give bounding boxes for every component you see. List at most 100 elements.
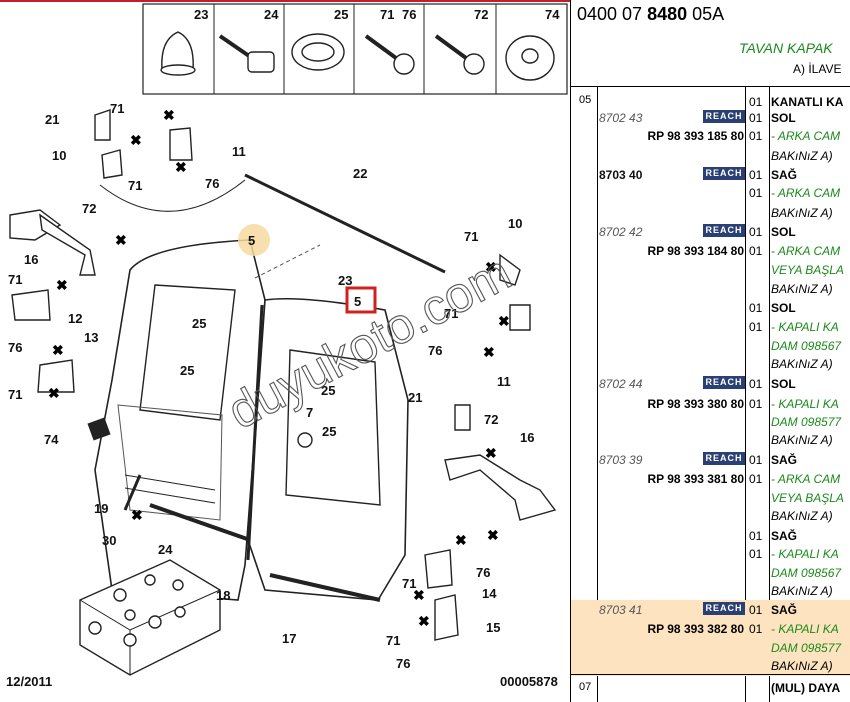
description: SAĞ: [771, 603, 798, 617]
parts-row[interactable]: BAKıNıZ A): [571, 508, 850, 524]
description: DAM 098577: [771, 415, 842, 429]
callout-11: 11: [232, 144, 246, 159]
washer-icon: [505, 35, 555, 81]
fastener-marker-icon: ✖: [413, 587, 425, 603]
callout-25: 25: [192, 316, 206, 331]
part-number[interactable]: 8702 43: [599, 111, 643, 125]
parts-row[interactable]: BAKıNıZ A): [571, 658, 850, 674]
description: - KAPALI KA: [771, 320, 839, 334]
callout-25: 25: [180, 363, 194, 378]
parts-row[interactable]: BAKıNıZ A): [571, 432, 850, 448]
description: DAM 098567: [771, 339, 842, 353]
callout-22: 22: [353, 166, 367, 181]
quantity: 01: [749, 622, 763, 636]
parts-row[interactable]: BAKıNıZ A): [571, 281, 850, 297]
callout-72: 72: [82, 201, 96, 216]
legend-part-number: 72: [474, 7, 488, 22]
part-number[interactable]: 8703 39: [599, 453, 643, 467]
legend-part-number: 24: [264, 7, 279, 22]
description: SOL: [771, 225, 796, 239]
quantity: 01: [749, 225, 763, 239]
fastener-marker-icon: ✖: [455, 532, 467, 548]
callout-21: 21: [408, 390, 422, 405]
quantity: 01: [749, 547, 763, 561]
description: BAKıNıZ A): [771, 584, 833, 598]
parts-row[interactable]: BAKıNıZ A): [571, 205, 850, 221]
callout-23: 23: [338, 273, 352, 288]
group-label-07: 07: [579, 681, 592, 693]
description: SOL: [771, 111, 796, 125]
description: - ARKA CAM: [771, 244, 841, 258]
parts-row[interactable]: VEYA BAŞLA: [571, 490, 850, 506]
parts-row[interactable]: BAKıNıZ A): [571, 148, 850, 164]
part-number[interactable]: 8703 40: [599, 168, 643, 182]
description: VEYA BAŞLA: [771, 491, 844, 505]
legend-part-number: 25: [334, 7, 348, 22]
part-number[interactable]: 8703 41: [599, 603, 643, 617]
callout-30: 30: [102, 533, 116, 548]
fastener-marker-icon: ✖: [483, 344, 495, 360]
callout-5-highlight: [238, 224, 270, 256]
quantity: 01: [749, 472, 763, 486]
parts-row[interactable]: (MUL) DAYA: [571, 680, 850, 696]
callout-11: 11: [497, 374, 511, 389]
callout-25: 25: [321, 383, 335, 398]
quantity: 01: [749, 186, 763, 200]
quantity: 01: [749, 301, 763, 315]
plug-icon: [161, 31, 194, 71]
parts-row[interactable]: BAKıNıZ A): [571, 356, 850, 372]
parts-row[interactable]: DAM 098577: [571, 414, 850, 430]
parts-row[interactable]: 01- KAPALI KA: [571, 319, 850, 335]
quantity: 01: [749, 168, 763, 182]
description: - KAPALI KA: [771, 397, 839, 411]
reach-badge: REACH: [703, 452, 745, 465]
callout-71: 71: [386, 633, 400, 648]
callout-7: 7: [306, 405, 313, 420]
reach-badge: REACH: [703, 602, 745, 615]
rp-reference: RP 98 393 185 80: [647, 129, 744, 143]
quantity: 01: [749, 111, 763, 125]
description: SOL: [771, 377, 796, 391]
part-number[interactable]: 8702 42: [599, 225, 643, 239]
parts-row[interactable]: DAM 098577: [571, 640, 850, 656]
description: SAĞ: [771, 168, 798, 182]
parts-row[interactable]: 01- KAPALI KA: [571, 546, 850, 562]
fastener-marker-icon: ✖: [163, 107, 175, 123]
rp-reference: RP 98 393 380 80: [647, 397, 744, 411]
parts-row[interactable]: BAKıNıZ A): [571, 583, 850, 599]
parts-row[interactable]: VEYA BAŞLA: [571, 262, 850, 278]
quantity: 01: [749, 377, 763, 391]
callout-19: 19: [94, 501, 108, 516]
part-number[interactable]: 8702 44: [599, 377, 643, 391]
fastener-marker-icon: ✖: [115, 232, 127, 248]
parts-row[interactable]: RP 98 393 380 80 01 - KAPALI KA: [571, 396, 850, 412]
description: BAKıNıZ A): [771, 282, 833, 296]
quantity: 01: [749, 397, 763, 411]
fastener-marker-icon: ✖: [52, 342, 64, 358]
description: BAKıNıZ A): [771, 206, 833, 220]
parts-row[interactable]: DAM 098567: [571, 338, 850, 354]
callout-13: 13: [84, 330, 98, 345]
callout-17: 17: [282, 631, 296, 646]
description: VEYA BAŞLA: [771, 263, 844, 277]
parts-row[interactable]: DAM 098567: [571, 565, 850, 581]
section-title: TAVAN KAPAK: [739, 40, 833, 56]
parts-row[interactable]: 01- ARKA CAM: [571, 185, 850, 201]
callout-76: 76: [476, 565, 490, 580]
bolt-icon: [434, 34, 485, 75]
quantity: 01: [749, 244, 763, 258]
